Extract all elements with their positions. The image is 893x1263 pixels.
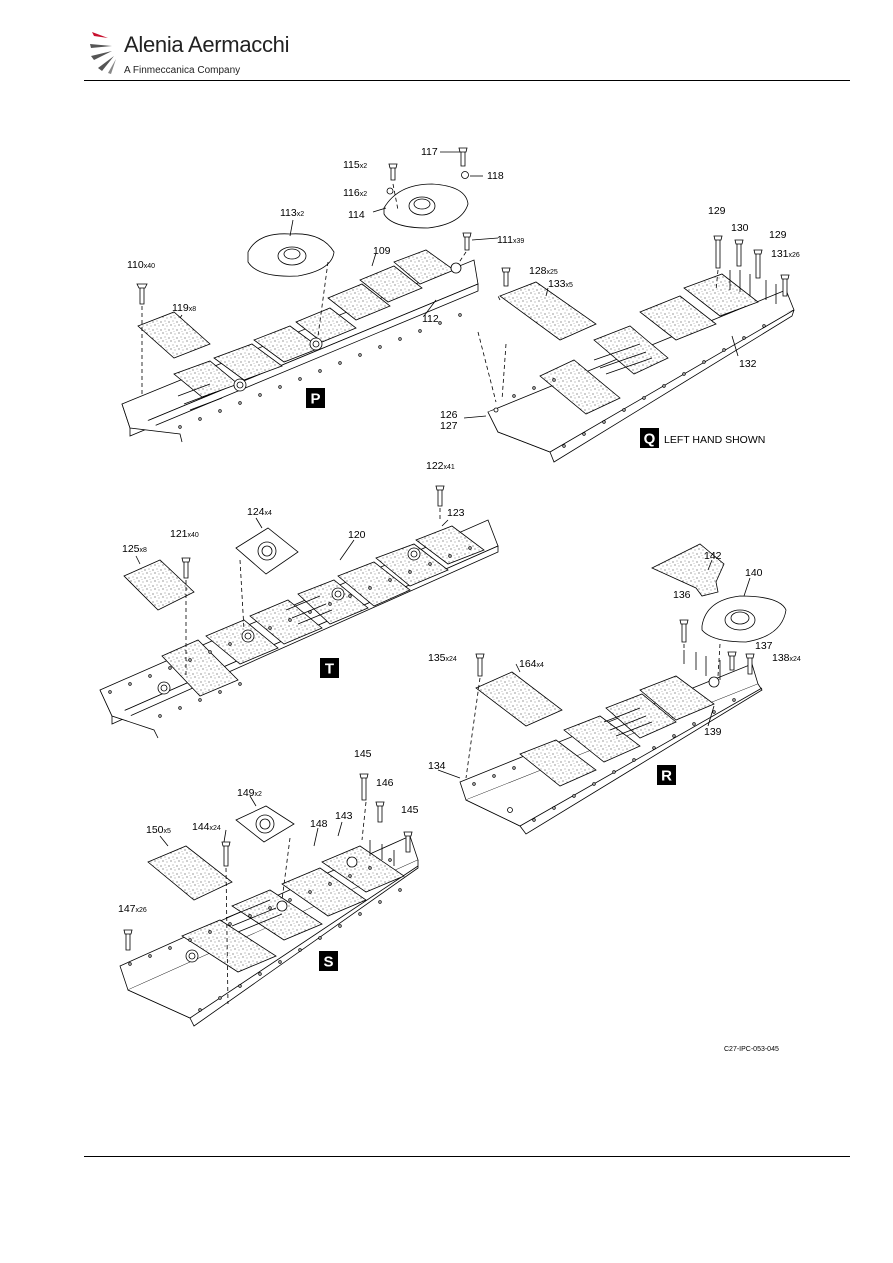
callout-148: 148	[310, 818, 328, 830]
callout-119: 119x8	[172, 302, 196, 314]
view-letter-q: Q	[644, 431, 656, 448]
view-p-assembly	[121, 147, 499, 443]
view-q-assembly	[463, 235, 795, 463]
callout-139: 139	[704, 726, 722, 738]
callout-130: 130	[731, 222, 749, 234]
view-letter-t: T	[325, 661, 334, 678]
callout-142: 142	[704, 550, 722, 562]
view-t-label: T	[320, 658, 339, 678]
figure-reference: C27-IPC-053-045	[724, 1046, 779, 1053]
view-q-note: LEFT HAND SHOWN	[664, 434, 765, 446]
callout-134: 134	[428, 760, 446, 772]
callout-137: 137	[755, 640, 773, 652]
view-letter-p: P	[310, 391, 320, 408]
view-letter-s: S	[323, 954, 333, 971]
view-letter-r: R	[661, 768, 672, 785]
callout-143: 143	[335, 810, 353, 822]
callout-135: 135x24	[428, 652, 457, 664]
callout-140: 140	[745, 567, 763, 579]
view-r-label: R	[657, 765, 676, 785]
callout-123: 123	[447, 507, 465, 519]
company-name: Alenia Aermacchi	[124, 32, 290, 57]
callout-129a: 129	[708, 205, 726, 217]
view-s-label: S	[319, 951, 338, 971]
callout-118: 118	[487, 170, 504, 182]
callout-144: 144x24	[192, 821, 221, 833]
header-rule	[84, 80, 850, 81]
callout-122: 122x41	[426, 460, 455, 472]
view-t-assembly	[99, 485, 499, 739]
view-p-label: P	[306, 388, 325, 408]
callout-136: 136	[673, 589, 691, 601]
callout-138: 138x24	[772, 652, 801, 664]
callout-164: 164x4	[519, 658, 544, 670]
callout-132: 132	[739, 358, 757, 370]
callout-146: 146	[376, 777, 394, 789]
callout-131: 131x26	[771, 248, 800, 260]
callout-145a: 145	[354, 748, 372, 760]
callout-121: 121x40	[170, 528, 199, 540]
view-q-label: Q LEFT HAND SHOWN	[640, 428, 765, 448]
callout-126: 126	[440, 409, 458, 421]
alenia-swoosh-icon	[90, 32, 116, 74]
callout-133: 133x5	[548, 278, 573, 290]
callout-145b: 145	[401, 804, 419, 816]
callout-120: 120	[348, 529, 366, 541]
callout-labels: 110x40 119x8 113x2 109 112 114 115x2 116…	[118, 146, 801, 915]
footer-rule	[84, 1156, 850, 1157]
callout-112: 112	[422, 313, 439, 325]
callout-147: 147x26	[118, 903, 147, 915]
callout-109: 109	[373, 245, 391, 257]
callout-125: 125x8	[122, 543, 147, 555]
callout-117: 117	[421, 146, 438, 158]
callout-124: 124x4	[247, 506, 272, 518]
callout-114: 114	[348, 209, 365, 221]
callout-115: 115x2	[343, 159, 367, 171]
callout-116: 116x2	[343, 187, 367, 199]
view-s-assembly	[119, 773, 419, 1027]
callout-129b: 129	[769, 229, 787, 241]
callout-150: 150x5	[146, 824, 171, 836]
callout-111: 111x39	[497, 234, 524, 246]
callout-127: 127	[440, 420, 458, 432]
company-subtitle: A Finmeccanica Company	[124, 65, 241, 76]
view-r-assembly	[437, 543, 787, 835]
callout-149: 149x2	[237, 787, 262, 799]
callout-128: 128x25	[529, 265, 558, 277]
callout-113: 113x2	[280, 207, 304, 219]
callout-110: 110x40	[127, 259, 155, 271]
company-logo: Alenia Aermacchi A Finmeccanica Company	[88, 26, 290, 80]
